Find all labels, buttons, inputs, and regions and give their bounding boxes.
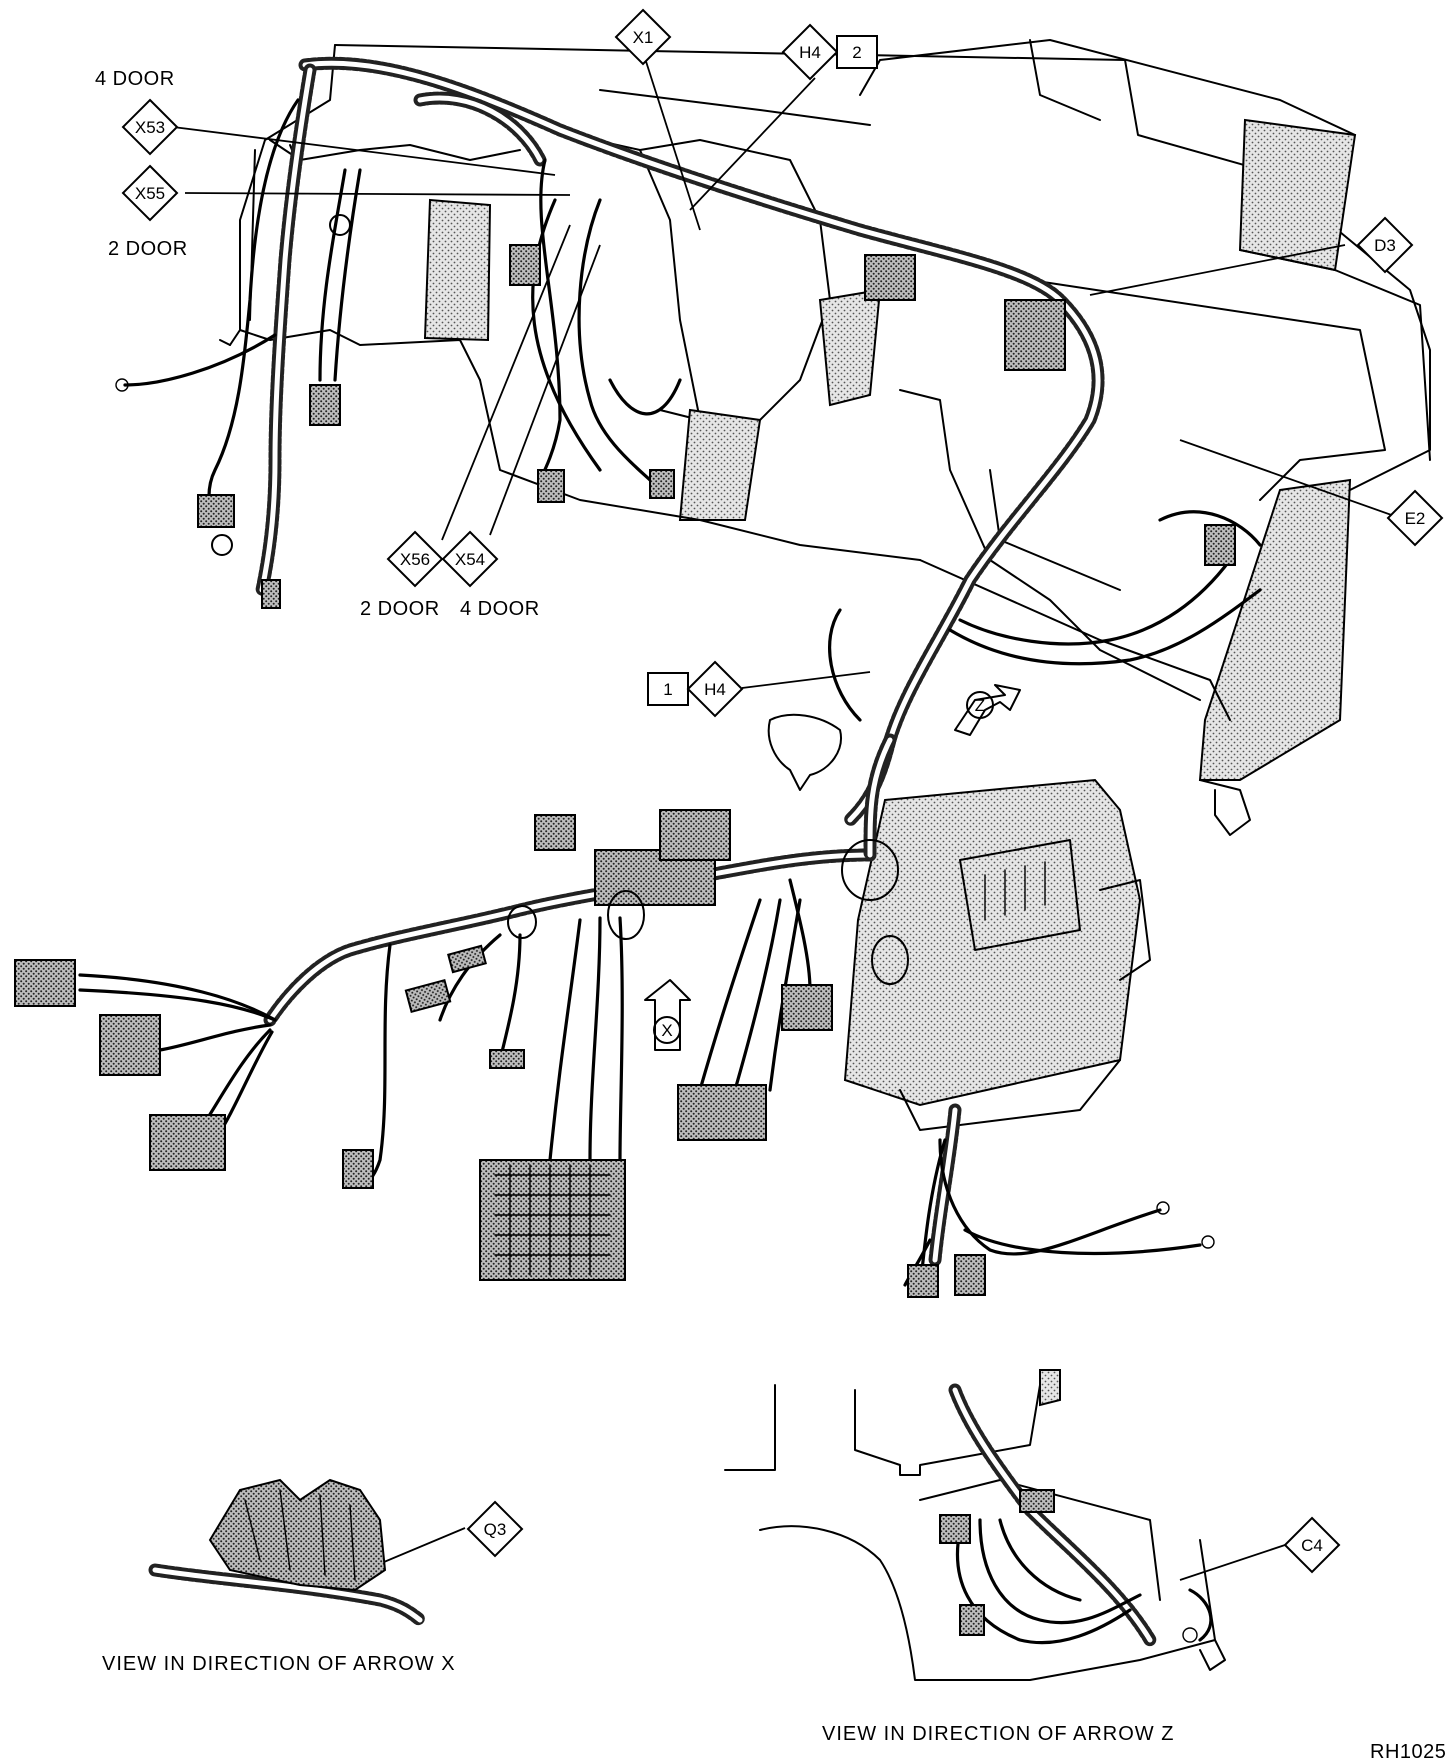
label-4-door-bottom: 4 DOOR xyxy=(460,598,540,620)
upper-harness xyxy=(255,56,1105,827)
label-2-door-bottom: 2 DOOR xyxy=(360,598,440,620)
arrow-x: X xyxy=(644,979,691,1051)
svg-text:E2: E2 xyxy=(1405,509,1426,528)
instrument-panel xyxy=(219,39,1431,836)
callout-e2: E2 xyxy=(1386,489,1444,547)
arrow-x-label: X xyxy=(661,1021,672,1040)
callout-x56: X56 xyxy=(386,530,444,588)
right-wires xyxy=(828,510,1262,722)
svg-text:X1: X1 xyxy=(633,28,654,47)
inset-view-x: Q3 VIEW IN DIRECTION OF ARROW X xyxy=(102,1478,524,1675)
callout-x1: X1 xyxy=(614,8,672,66)
callout-x53: X53 xyxy=(121,98,179,156)
label-2-door-left: 2 DOOR xyxy=(108,238,188,260)
svg-text:2: 2 xyxy=(852,43,861,62)
lower-left-wires xyxy=(78,878,1202,1292)
svg-text:X56: X56 xyxy=(400,550,430,569)
svg-text:H4: H4 xyxy=(799,43,821,62)
svg-text:X55: X55 xyxy=(135,184,165,203)
callout-x54: X54 xyxy=(441,530,499,588)
caption-view-z: VIEW IN DIRECTION OF ARROW Z xyxy=(822,1723,1174,1745)
fuse-block xyxy=(843,778,1151,1131)
caption-view-x: VIEW IN DIRECTION OF ARROW X xyxy=(102,1653,456,1675)
callout-c4: C4 xyxy=(1301,1536,1323,1555)
callout-h4-2: H4 2 xyxy=(781,23,878,81)
mounting-clip xyxy=(767,713,842,791)
callout-q3: Q3 xyxy=(484,1520,507,1539)
arrow-z: Z xyxy=(954,684,1021,736)
inset-view-z: C4 VIEW IN DIRECTION OF ARROW Z xyxy=(724,1369,1341,1745)
svg-text:X54: X54 xyxy=(455,550,485,569)
svg-text:1: 1 xyxy=(663,680,672,699)
left-hanging-wires xyxy=(115,98,682,522)
callout-h4-1: 1 H4 xyxy=(647,660,744,718)
svg-text:H4: H4 xyxy=(704,680,726,699)
callout-x55: X55 xyxy=(121,164,179,222)
svg-text:X53: X53 xyxy=(135,118,165,137)
label-4-door-top: 4 DOOR xyxy=(95,68,175,90)
svg-text:D3: D3 xyxy=(1374,236,1396,255)
callout-leaders xyxy=(172,51,1401,1581)
figure-id: RH1025 xyxy=(1370,1741,1446,1760)
arrow-z-label: Z xyxy=(975,696,985,715)
callout-d3: D3 xyxy=(1356,216,1414,274)
lower-connectors xyxy=(14,809,1215,1298)
left-connectors xyxy=(197,214,1066,609)
